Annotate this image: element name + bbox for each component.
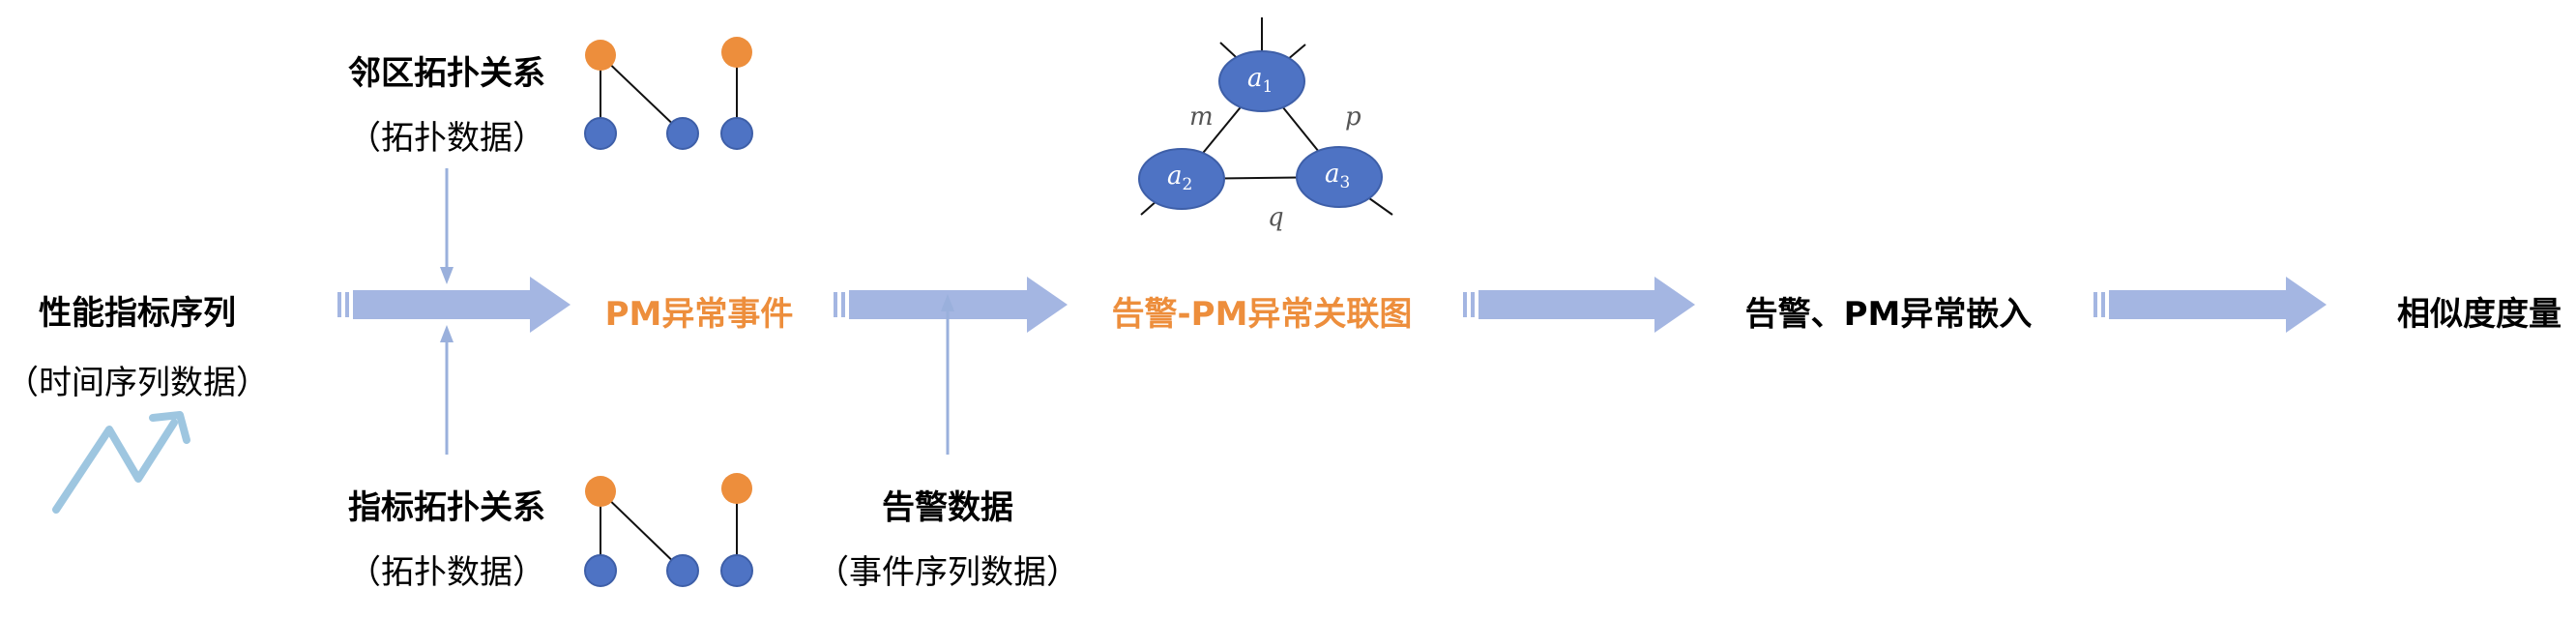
alarm-input-subtitle: （事件序列数据） [816,553,1079,592]
node-label-a3: a3 [1325,160,1351,193]
alarm-input-title: 告警数据 [882,488,1013,527]
top-input-subtitle: （拓扑数据） [348,119,545,158]
up-arrow-icon [440,325,454,455]
flow-arrow-icon [1463,277,1695,333]
flow-arrow-icon [337,277,571,333]
bottom-input-subtitle: （拓扑数据） [348,553,545,592]
flow-arrow-icon [2093,277,2327,333]
top-input-title: 邻区拓扑关系 [348,54,545,93]
stage-assoc-graph: 告警-PM异常关联图 [1111,295,1413,334]
stage-pm-event: PM异常事件 [604,295,794,334]
topology-graph-icon [584,37,753,150]
stage-similarity: 相似度度量 [2397,295,2561,334]
left-title: 性能指标序列 [39,294,236,333]
node-label-a1: a1 [1247,64,1273,98]
graph-node-a1 [1218,50,1305,112]
flow-arrow-icon [834,277,1068,333]
association-graph [1138,17,1393,216]
left-subtitle: （时间序列数据） [6,364,269,402]
trend-zigzag-arrow-icon [52,411,190,514]
down-arrow-icon [440,168,454,284]
topology-graph-icon [584,473,753,587]
node-label-a2: a2 [1167,162,1193,195]
bottom-input-title: 指标拓扑关系 [348,488,545,527]
graph-node-a2 [1138,148,1225,210]
edge-label-m: m [1189,103,1214,132]
edge-label-q: q [1268,203,1284,232]
up-arrow-icon [941,294,954,455]
edge-label-p: p [1345,103,1361,132]
graph-node-a3 [1296,146,1383,208]
stage-embedding: 告警、PM异常嵌入 [1744,295,2033,334]
